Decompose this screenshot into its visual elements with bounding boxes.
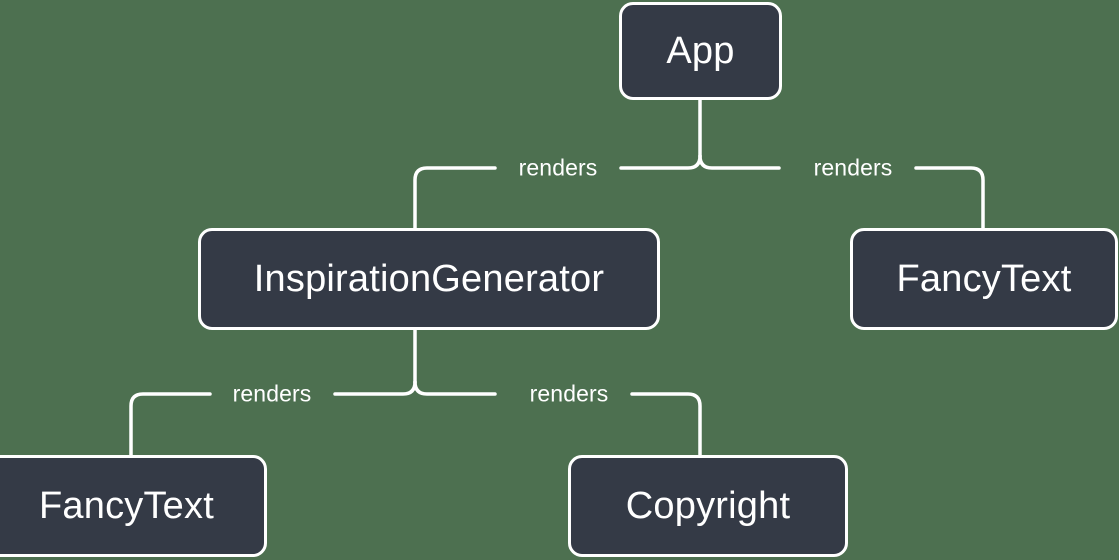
node-fancytext-right[interactable]: FancyText xyxy=(850,228,1118,330)
edge-app-to-fancytext-right xyxy=(914,166,985,230)
edge-inspiration-generator-to-copyright xyxy=(630,392,702,457)
edge-inspiration-junction-right xyxy=(413,380,497,396)
node-copyright-label: Copyright xyxy=(625,484,791,527)
edge-app-junction-left xyxy=(619,154,702,170)
node-copyright[interactable]: Copyright xyxy=(568,455,848,557)
edge-label-app-to-fancytext-right: renders xyxy=(813,154,893,181)
edge-label-app-to-inspiration-generator: renders xyxy=(518,154,598,181)
node-inspiration-generator-label: InspirationGenerator xyxy=(253,257,605,300)
edge-app-to-inspiration-generator xyxy=(413,166,497,230)
edge-inspiration-junction-left xyxy=(333,380,417,396)
node-app[interactable]: App xyxy=(619,2,782,100)
node-fancytext-bottom[interactable]: FancyText xyxy=(0,455,267,557)
node-app-label: App xyxy=(666,29,735,72)
node-fancytext-bottom-label: FancyText xyxy=(39,484,214,527)
node-fancytext-right-label: FancyText xyxy=(896,257,1072,300)
edge-inspiration-generator-to-fancytext-bottom xyxy=(129,392,212,457)
edge-app-junction-right xyxy=(698,154,781,170)
edge-label-inspiration-generator-to-fancytext-bottom: renders xyxy=(232,380,312,407)
node-inspiration-generator[interactable]: InspirationGenerator xyxy=(198,228,660,330)
edge-label-inspiration-generator-to-copyright: renders xyxy=(529,380,609,407)
